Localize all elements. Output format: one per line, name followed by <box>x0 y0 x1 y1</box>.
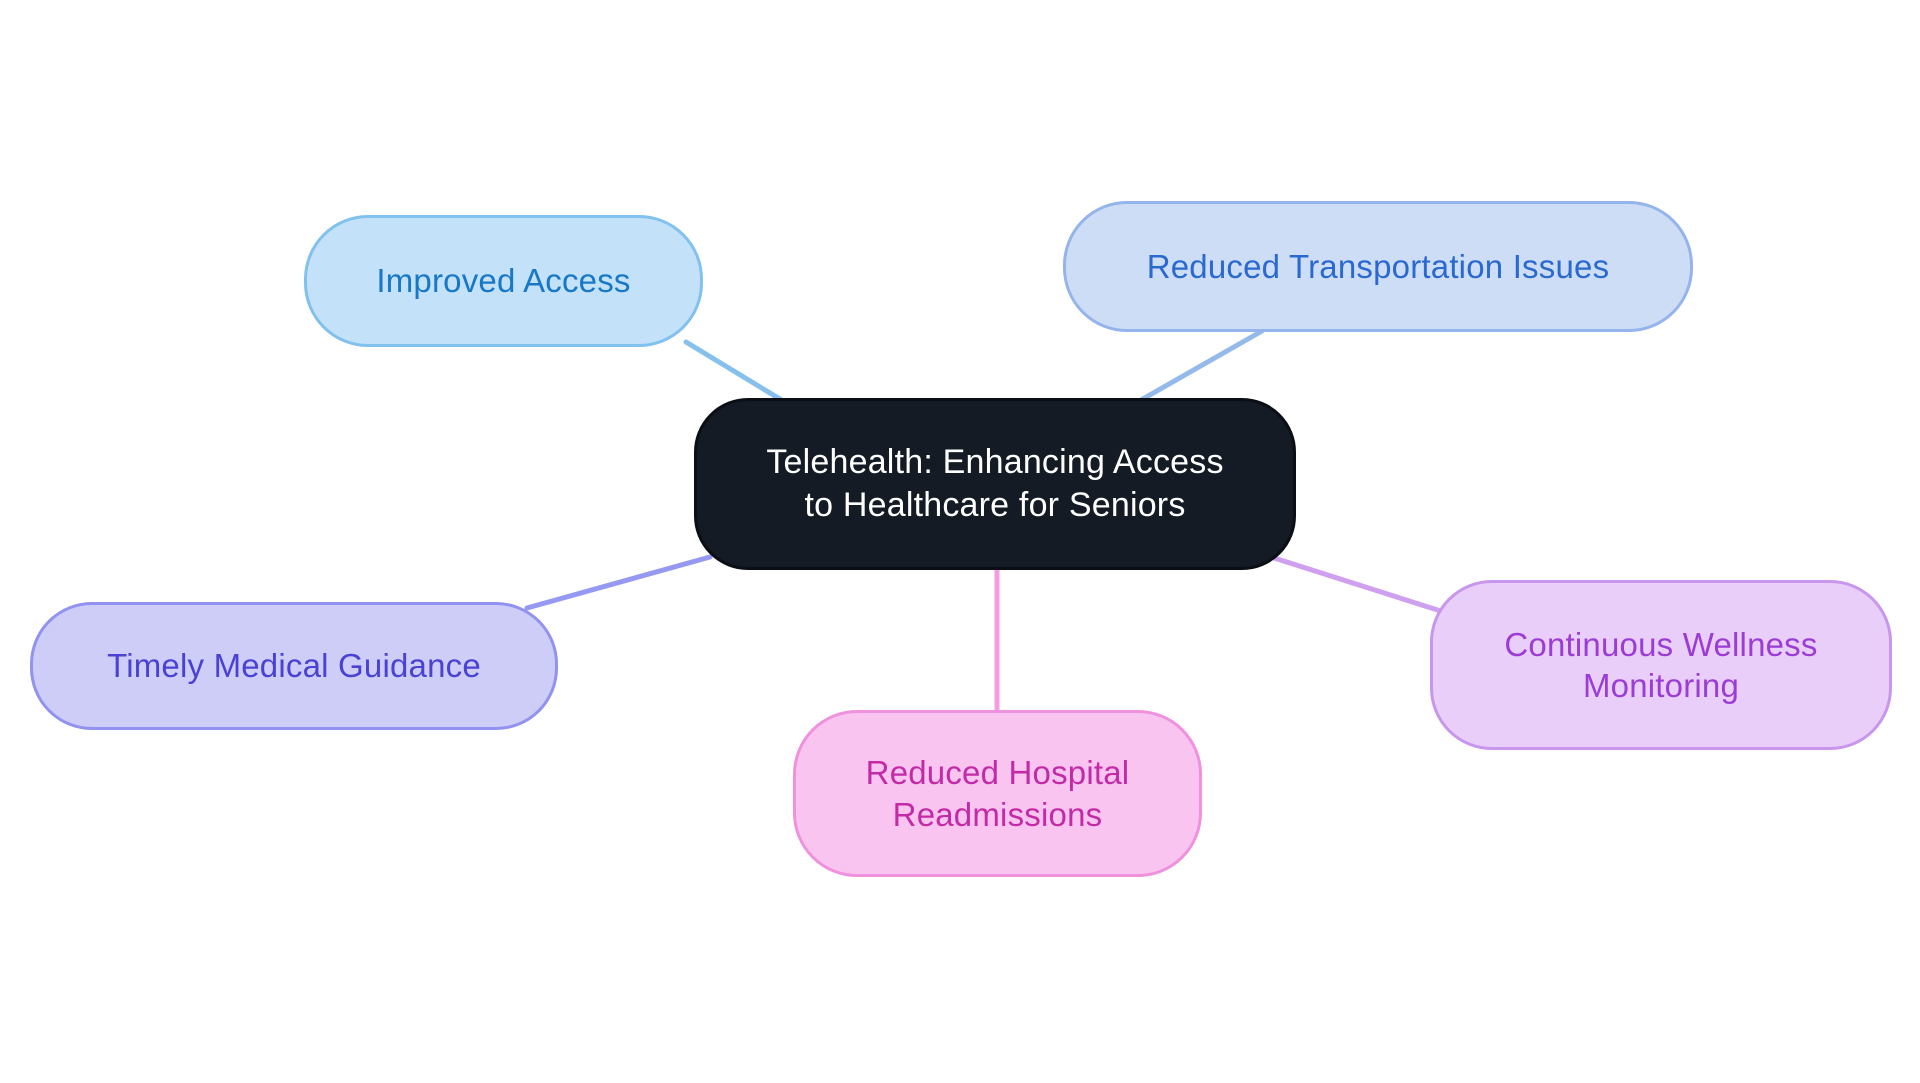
branch-node-reduced-hospital-readmissions[interactable]: Reduced Hospital Readmissions <box>793 710 1202 877</box>
central-node-label: Telehealth: Enhancing Access to Healthca… <box>766 443 1224 524</box>
connector-continuous-wellness-monitoring <box>1268 554 1450 616</box>
connector-timely-medical-guidance <box>524 554 713 611</box>
branch-node-reduced-transportation-issues[interactable]: Reduced Transportation Issues <box>1063 201 1693 332</box>
central-node-telehealth[interactable]: Telehealth: Enhancing Access to Healthca… <box>694 398 1296 570</box>
branch-node-label: Timely Medical Guidance <box>107 647 481 685</box>
branch-node-timely-medical-guidance[interactable]: Timely Medical Guidance <box>30 602 558 730</box>
branch-node-improved-access[interactable]: Improved Access <box>304 215 703 347</box>
branch-node-label: Reduced Transportation Issues <box>1146 247 1610 285</box>
connector-reduced-transportation-issues <box>1138 328 1265 403</box>
branch-node-label: Reduced Hospital Readmissions <box>865 754 1130 833</box>
branch-node-continuous-wellness-monitoring[interactable]: Continuous Wellness Monitoring <box>1430 580 1892 750</box>
branch-node-label: Improved Access <box>376 262 631 300</box>
branch-node-label: Continuous Wellness Monitoring <box>1504 625 1818 704</box>
